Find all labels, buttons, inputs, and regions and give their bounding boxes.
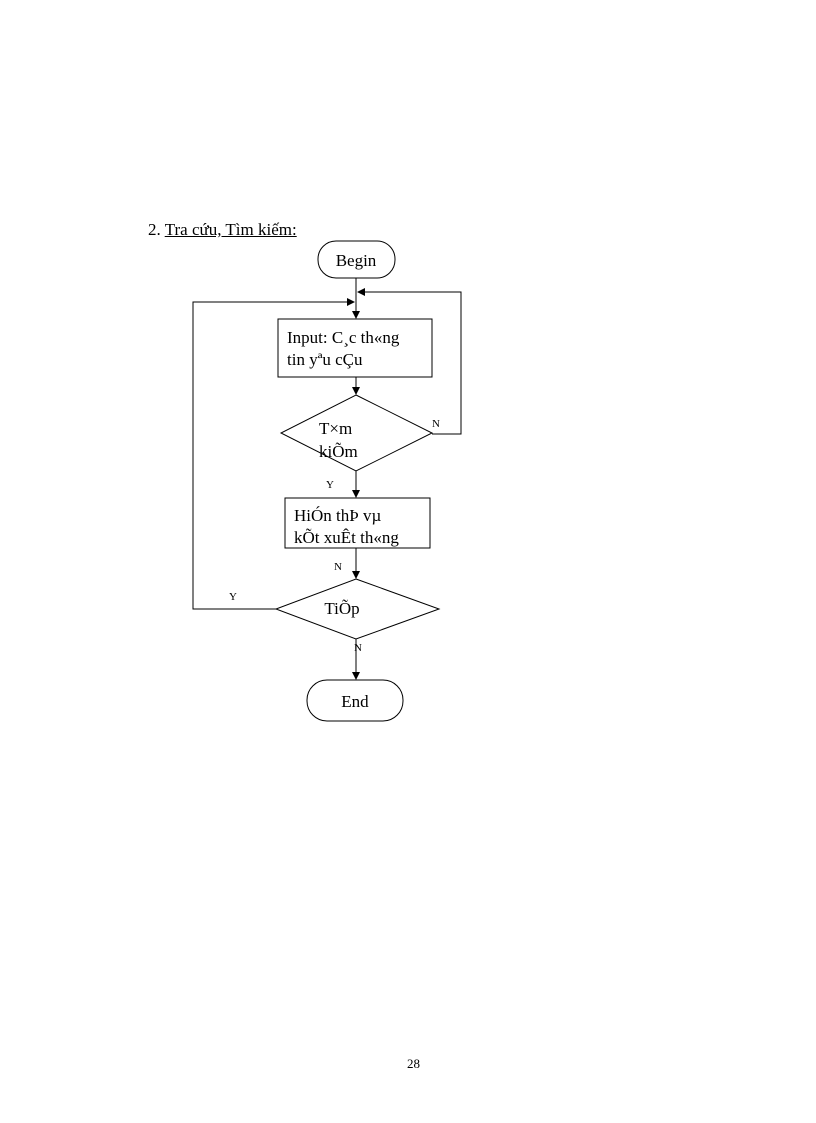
search-label-line1: T×m [319,419,352,438]
input-process-box: Input: C¸c th«ng tin yªu cÇu [277,318,433,378]
continue-label: TiÕp [324,599,359,618]
input-label-line1: Input: C¸c th«ng [287,328,400,347]
search-no-label: N [432,418,440,430]
continue-no-label: N [354,642,362,654]
begin-label: Begin [336,251,377,270]
arrow-continue-yes-loop [192,298,355,610]
end-label: End [341,692,369,711]
section-number: 2. [148,220,161,239]
section-heading: 2. Tra cứu, Tìm kiếm: [148,220,297,240]
search-label-line2: kiÕm [319,442,358,461]
continue-yes-label: Y [229,591,237,603]
begin-terminator: Begin [317,240,396,279]
after-display-label: N [334,561,342,573]
continue-decision: TiÕp [274,578,441,640]
display-label-line2: kÕt xuÊt th«ng [294,528,399,547]
input-label-line2: tin yªu cÇu [287,350,363,369]
display-process-box: HiÓn thÞ vµ kÕt xuÊt th«ng [284,497,431,549]
arrow-search-no-loop [357,288,462,435]
display-label-line1: HiÓn thÞ vµ [294,506,381,525]
search-yes-label: Y [326,479,334,491]
section-title: Tra cứu, Tìm kiếm: [164,220,297,239]
search-decision: T×m kiÕm [279,394,434,472]
end-terminator: End [306,679,404,722]
page-number: 28 [407,1056,420,1071]
